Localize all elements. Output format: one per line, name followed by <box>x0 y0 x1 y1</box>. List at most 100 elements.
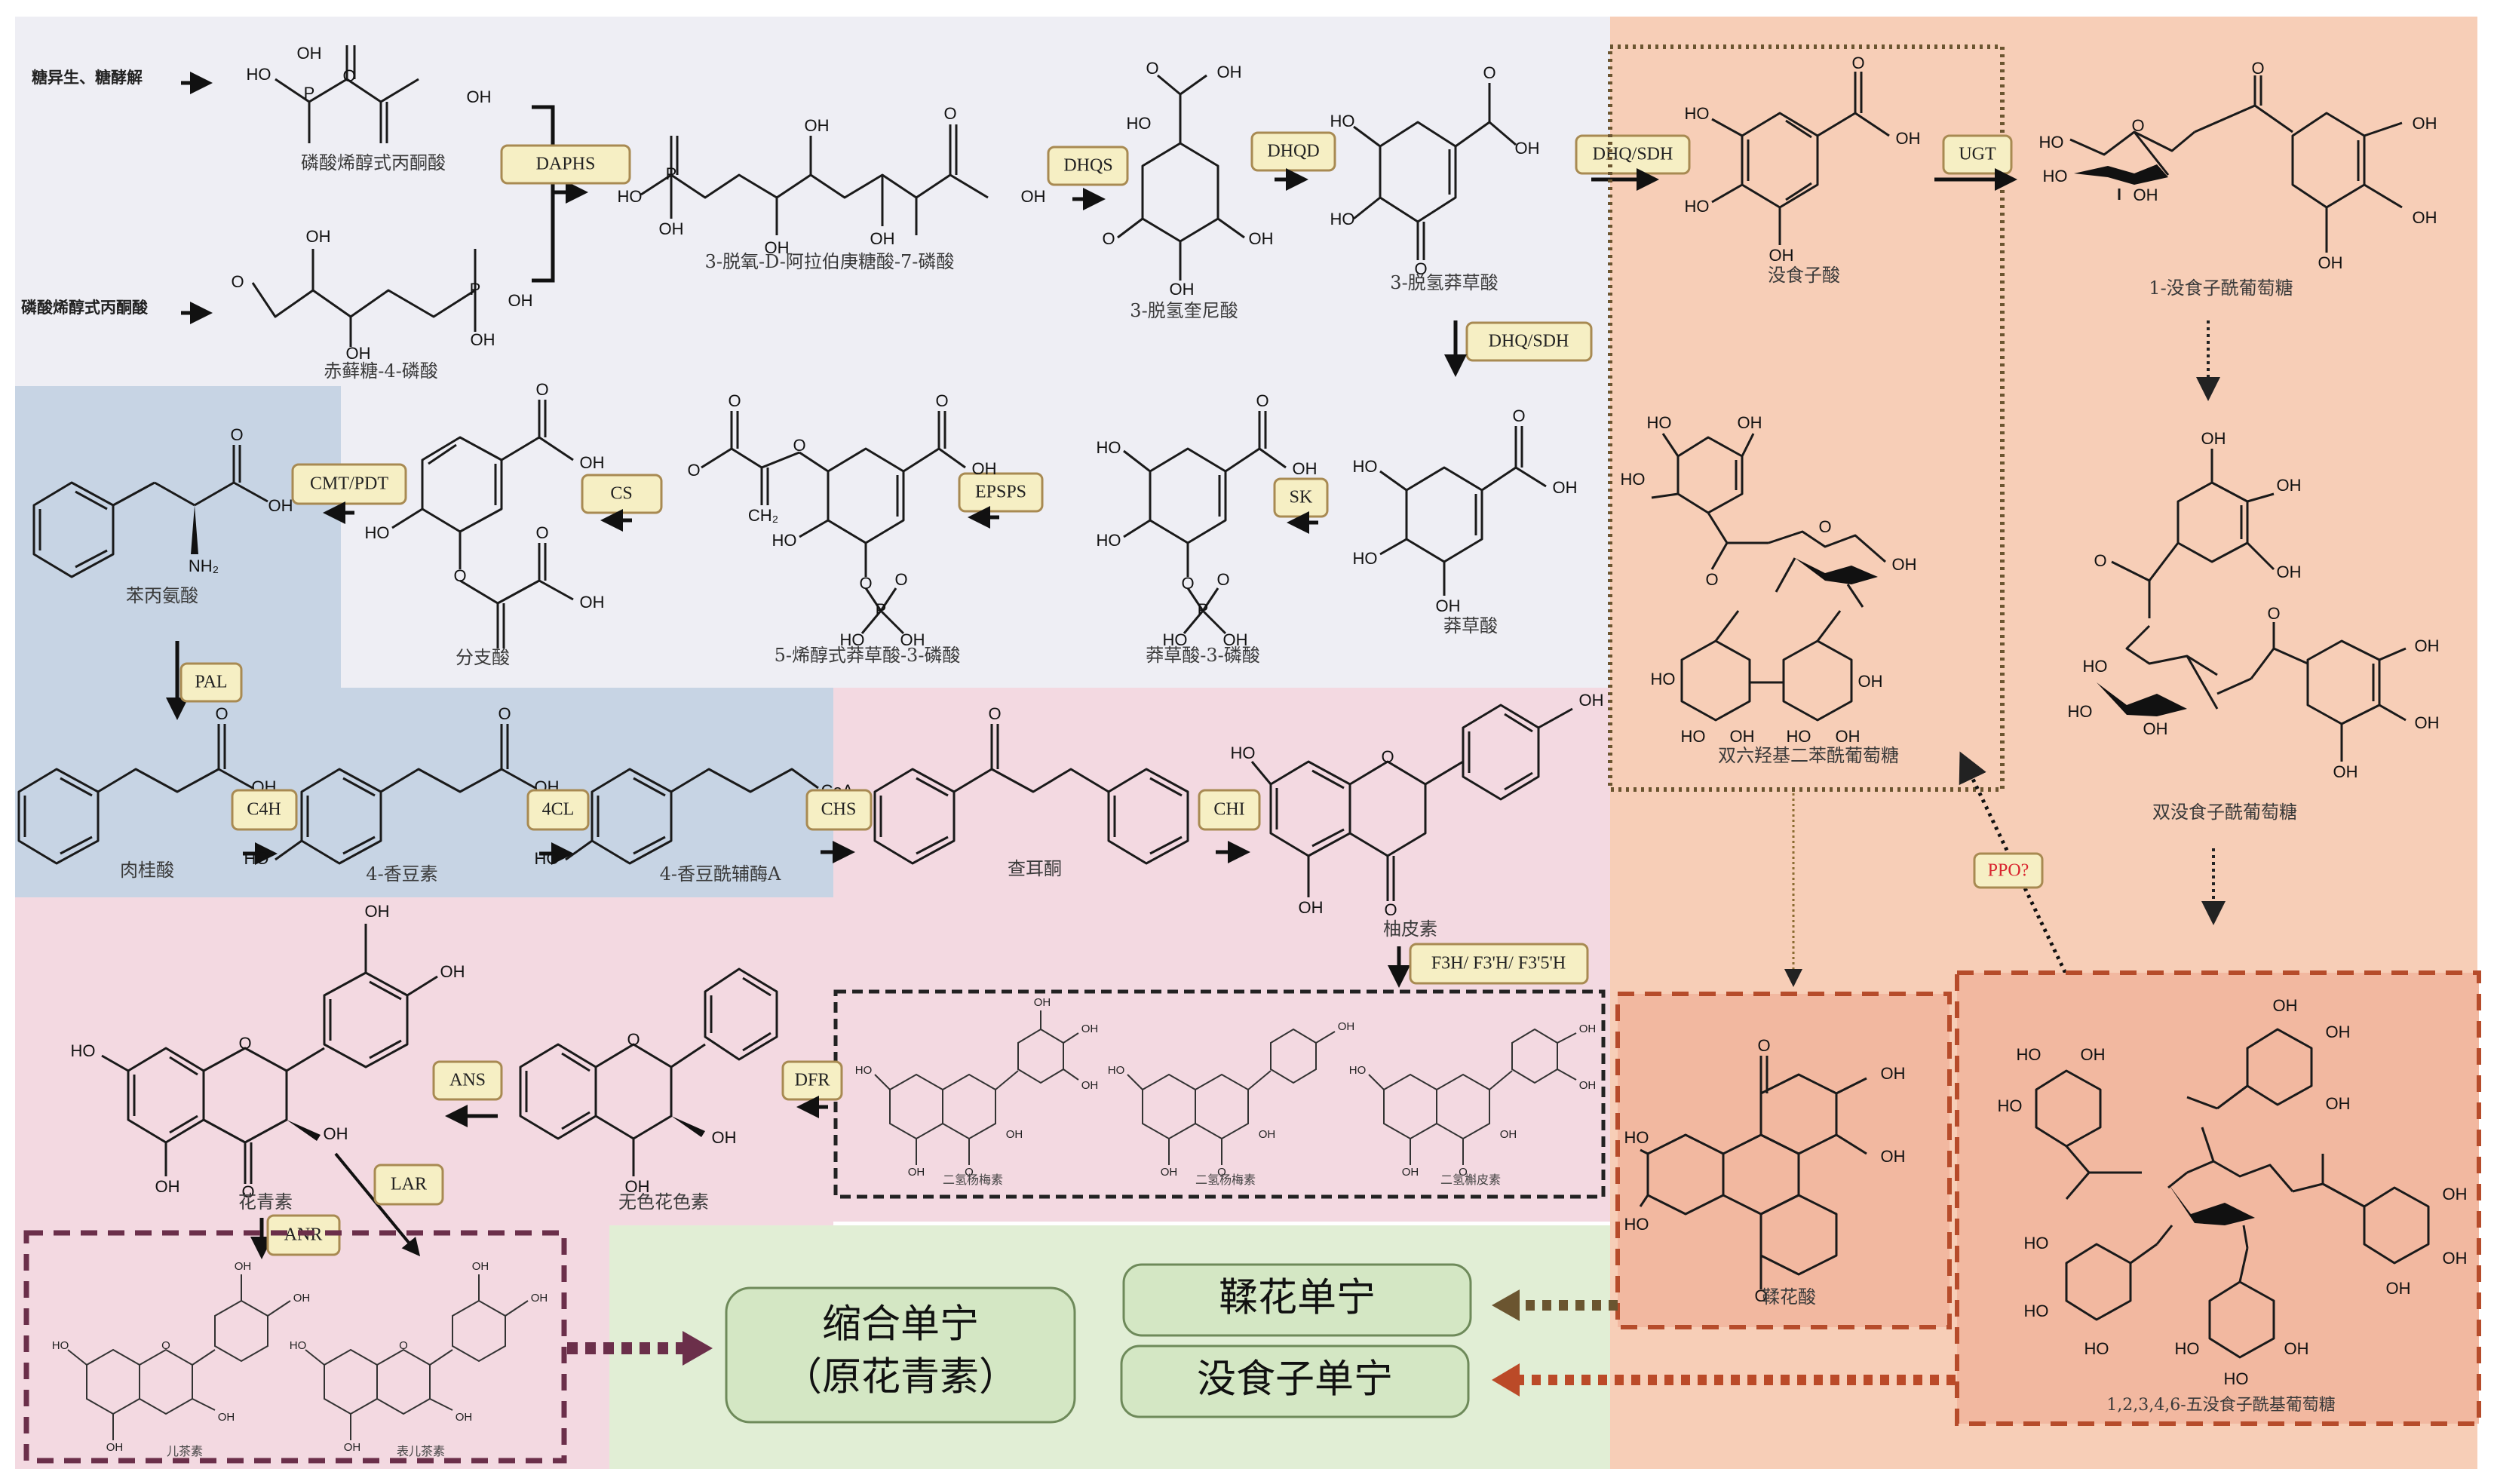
molecule-dhs: O OH HO HO O <box>1330 63 1540 278</box>
source-gluconeogenesis: 糖异生、糖酵解 <box>32 69 143 87</box>
svg-text:OH: OH <box>1730 727 1755 746</box>
svg-text:O: O <box>793 436 805 455</box>
svg-text:OH: OH <box>805 116 830 135</box>
svg-text:OH: OH <box>1892 555 1917 574</box>
enzyme-dfr: DFR <box>781 1060 843 1101</box>
svg-text:OH: OH <box>1034 996 1051 1009</box>
svg-text:O: O <box>1483 63 1495 82</box>
svg-text:OH: OH <box>2134 186 2158 204</box>
svg-text:CHS: CHS <box>821 800 857 820</box>
svg-text:O: O <box>988 704 1001 723</box>
row-1: 糖异生、糖酵解 磷酸烯醇式丙酮酸 HO P OH O OH 磷酸烯醇式丙酮酸 O <box>21 44 1691 382</box>
molecule-s3p: O OH HO HO O P O HO OH <box>1097 391 1318 649</box>
gallic-region: O OH HO HO OH 没食子酸 UGT HO <box>1608 44 2481 1426</box>
molecule-leucoanthocyanidin: O OH OH <box>519 967 778 1196</box>
svg-text:OH: OH <box>765 238 790 257</box>
svg-text:O: O <box>399 1339 408 1352</box>
enzyme-f3h: F3H/ F3'H/ F3'5'H <box>1409 943 1589 985</box>
svg-text:HO: HO <box>52 1339 69 1352</box>
svg-text:OH: OH <box>2415 636 2440 655</box>
svg-text:O: O <box>943 104 956 123</box>
compound-coumaroyl-coa: 4-香豆酰辅酶A <box>660 863 781 885</box>
row-2: O OH HO HO OH 莽草酸 SK O <box>32 380 1578 720</box>
svg-text:PAL: PAL <box>195 673 227 692</box>
enzyme-epsps: EPSPS <box>958 472 1044 513</box>
svg-text:HO: HO <box>2024 1302 2049 1320</box>
molecule-dihydrokaempferol: OH HO OH O OH <box>1108 1020 1355 1179</box>
svg-text:OH: OH <box>324 1124 348 1143</box>
condensed-tannin-box: 缩合单宁 （原花青素） <box>725 1286 1076 1424</box>
compound-digalloyl-glucose: 双没食子酰葡萄糖 <box>2152 802 2297 823</box>
enzyme-chs: CHS <box>805 789 873 831</box>
svg-text:OH: OH <box>344 1441 361 1454</box>
svg-text:P: P <box>1198 600 1209 619</box>
svg-text:O: O <box>965 1166 974 1179</box>
svg-text:P: P <box>876 600 887 619</box>
compound-dihydromyricetin: 二氢杨梅素 <box>943 1173 1003 1187</box>
svg-text:OH: OH <box>2326 1023 2351 1041</box>
gallotannin-box: 没食子单宁 <box>1120 1344 1470 1418</box>
enzyme-dhq-sdh-1: DHQ/SDH <box>1575 134 1691 175</box>
molecule-pgg: HO OH HO OH OH OH OH OH OH HO HO HO HO O… <box>1998 996 2468 1388</box>
svg-text:OH: OH <box>580 593 605 612</box>
svg-text:P: P <box>304 84 315 103</box>
svg-text:OH: OH <box>1223 630 1248 649</box>
svg-text:OH: OH <box>2415 713 2440 732</box>
svg-text:HO: HO <box>290 1339 307 1352</box>
svg-text:C4H: C4H <box>247 800 281 820</box>
svg-text:HO: HO <box>1621 470 1646 489</box>
svg-text:OH: OH <box>440 962 465 981</box>
svg-text:OH: OH <box>1515 139 1540 158</box>
svg-text:OH: OH <box>870 229 895 248</box>
svg-text:DHQ/SDH: DHQ/SDH <box>1489 332 1569 351</box>
enzyme-4cl: 4CL <box>526 789 590 831</box>
svg-text:O: O <box>231 272 244 291</box>
svg-text:O: O <box>1459 1166 1468 1179</box>
molecule-naringenin: O HO OH O OH <box>1231 691 1604 919</box>
svg-text:O: O <box>2131 116 2144 135</box>
condensed-tannin-line1: 缩合单宁 <box>822 1302 979 1348</box>
molecule-catechin: OH OH HO OH OH O <box>52 1260 311 1454</box>
svg-text:OH: OH <box>900 630 925 649</box>
compound-chalcone: 查耳酮 <box>1008 858 1062 879</box>
enzyme-chi: CHI <box>1198 789 1261 831</box>
svg-text:O: O <box>1146 59 1158 78</box>
svg-text:OH: OH <box>2318 253 2343 272</box>
svg-text:UGT: UGT <box>1959 145 1996 164</box>
svg-text:OH: OH <box>471 330 495 349</box>
molecule-shikimate: O OH HO HO OH <box>1353 406 1578 615</box>
svg-text:HO: HO <box>1998 1096 2023 1115</box>
svg-text:HO: HO <box>1353 457 1378 476</box>
svg-text:OH: OH <box>293 1292 311 1305</box>
svg-text:HO: HO <box>247 65 271 84</box>
svg-text:OH: OH <box>2443 1185 2468 1203</box>
region-phenylpropanoid <box>15 386 341 688</box>
svg-text:OH: OH <box>1836 727 1861 746</box>
svg-text:O: O <box>1181 574 1194 593</box>
svg-text:O: O <box>1217 1166 1226 1179</box>
svg-text:O: O <box>1414 259 1427 278</box>
svg-text:O: O <box>1851 54 1864 72</box>
svg-text:OH: OH <box>2201 429 2226 448</box>
svg-text:CMT/PDT: CMT/PDT <box>310 474 388 494</box>
svg-text:OH: OH <box>625 1177 650 1196</box>
svg-text:HO: HO <box>840 630 865 649</box>
svg-text:OH: OH <box>1006 1128 1023 1141</box>
svg-text:HO: HO <box>1330 210 1355 228</box>
svg-text:O: O <box>1102 229 1115 248</box>
svg-text:OH: OH <box>472 1260 489 1273</box>
molecule-chalcone: O <box>873 704 1189 865</box>
compound-dihydrokaempferol: 二氢杨梅素 <box>1195 1173 1256 1187</box>
molecule-dihydromyricetin: OH OH OH HO OH O OH <box>855 996 1099 1179</box>
ellagitannin-label: 鞣花单宁 <box>1219 1276 1376 1321</box>
svg-text:OH: OH <box>2326 1094 2351 1113</box>
svg-text:OH: OH <box>306 227 331 246</box>
compound-dhs: 3-脱氢莽草酸 <box>1390 272 1498 293</box>
svg-text:OH: OH <box>1436 596 1461 615</box>
svg-text:O: O <box>627 1030 640 1049</box>
svg-text:OH: OH <box>1500 1128 1517 1141</box>
svg-text:P: P <box>470 280 481 299</box>
svg-text:HO: HO <box>2175 1339 2200 1358</box>
row-4: OH OH OH HO OH O OH 二氢杨梅素 OH HO OH O OH … <box>71 902 1606 1259</box>
svg-text:O: O <box>238 1034 251 1053</box>
